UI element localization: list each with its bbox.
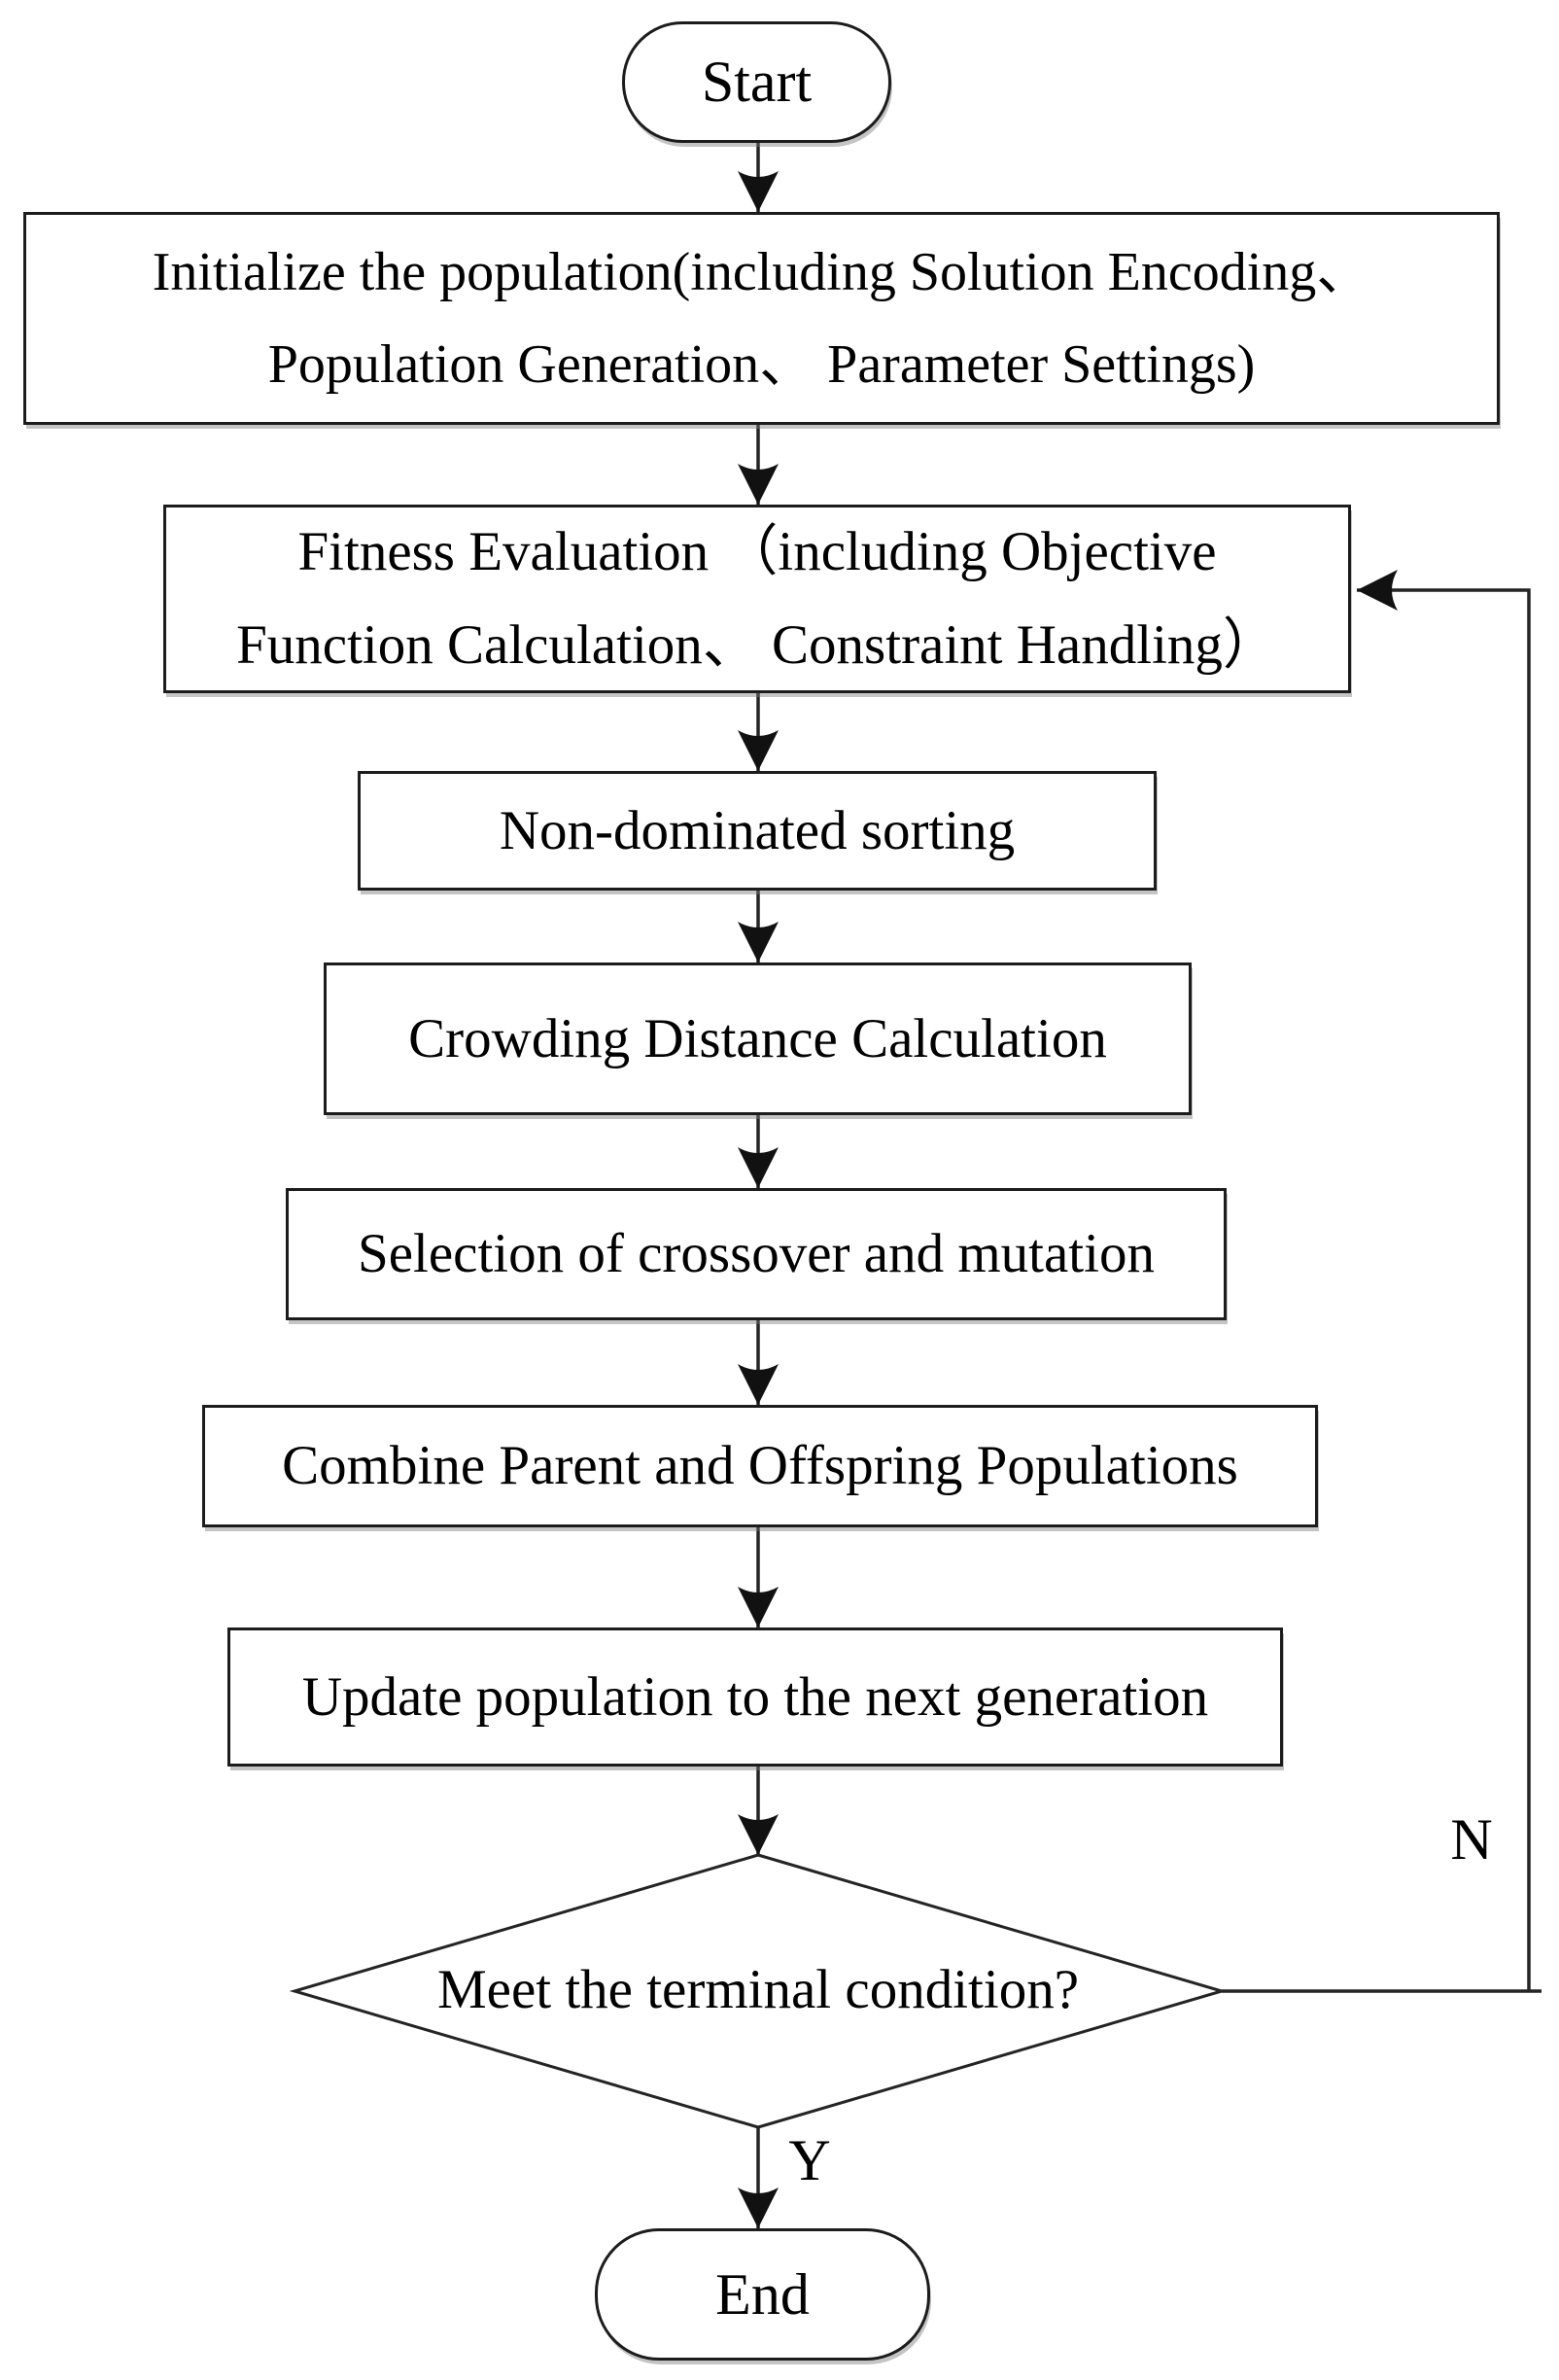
node-crowding-distance: Crowding Distance Calculation xyxy=(324,962,1192,1115)
decision-label: Meet the terminal condition? xyxy=(436,1959,1080,2020)
selection-label: Selection of crossover and mutation xyxy=(358,1223,1155,1285)
node-selection-crossover-mutation: Selection of crossover and mutation xyxy=(286,1188,1227,1320)
decision-diamond-shape xyxy=(289,1853,1228,2129)
edge-label-yes: Y xyxy=(788,2128,831,2192)
edge-label-no: N xyxy=(1450,1807,1493,1872)
node-combine-populations: Combine Parent and Offspring Populations xyxy=(202,1405,1318,1527)
feedback-line-to-fitness xyxy=(1357,570,1531,1991)
initialize-line-1: Initialize the population(including Solu… xyxy=(152,242,1371,303)
fitness-line-1: Fitness Evaluation （including Objective xyxy=(297,521,1217,583)
fitness-line-2: Function Calculation、 Constraint Handlin… xyxy=(236,614,1278,676)
node-end: End xyxy=(595,2228,930,2361)
node-nondominated-sorting: Non-dominated sorting xyxy=(358,771,1157,891)
combine-label: Combine Parent and Offspring Populations xyxy=(282,1435,1238,1497)
initialize-line-2: Population Generation、 Parameter Setting… xyxy=(267,333,1256,395)
crowding-distance-label: Crowding Distance Calculation xyxy=(408,1007,1107,1069)
end-label: End xyxy=(715,2261,810,2327)
node-initialize-population: Initialize the population(including Solu… xyxy=(23,212,1500,425)
update-label: Update population to the next generation xyxy=(301,1665,1209,1728)
nondominated-sorting-label: Non-dominated sorting xyxy=(499,799,1016,861)
node-update-population: Update population to the next generation xyxy=(227,1628,1283,1767)
node-start: Start xyxy=(622,21,891,143)
node-fitness-evaluation: Fitness Evaluation （including Objective … xyxy=(163,505,1351,693)
start-label: Start xyxy=(701,50,813,114)
